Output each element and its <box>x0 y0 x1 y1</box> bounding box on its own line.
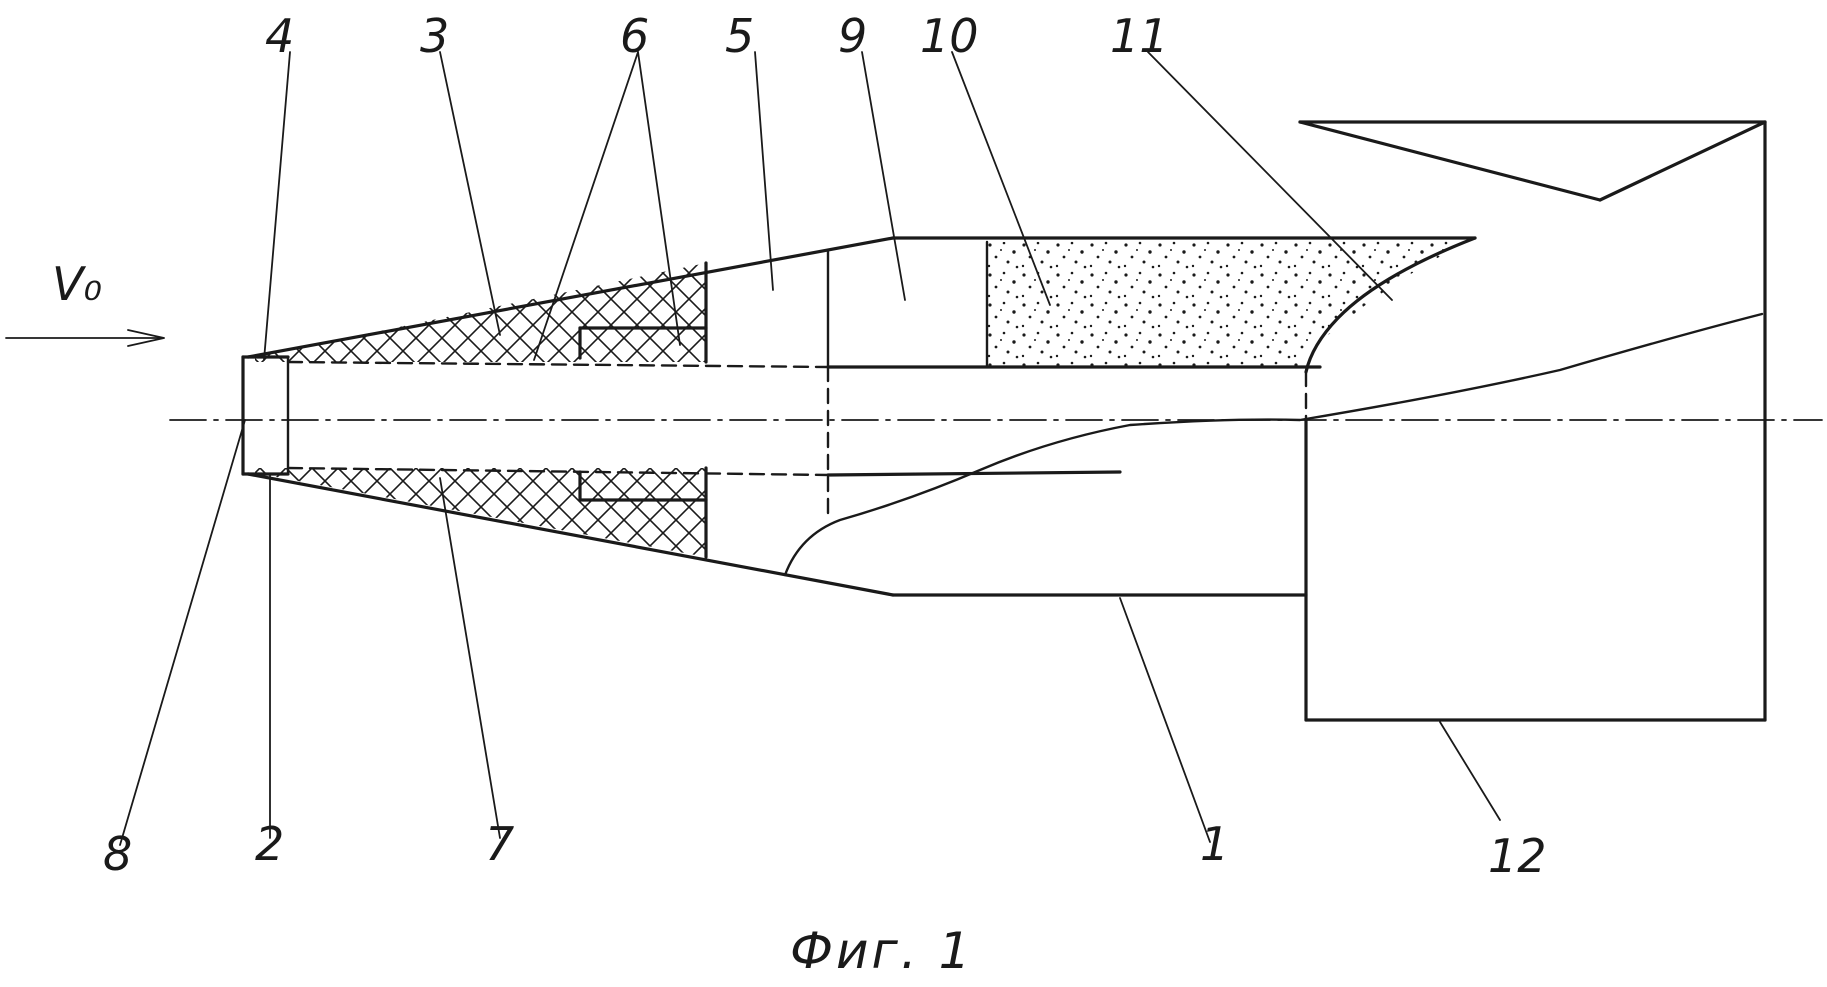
insulation-lower <box>255 468 706 557</box>
insert-elements <box>578 261 708 559</box>
nose-tip <box>241 355 290 476</box>
figure-caption: Фиг. 1 <box>790 922 973 980</box>
nozzle <box>1304 236 1477 422</box>
label-6: 6 <box>620 9 649 63</box>
label-7: 7 <box>485 817 514 871</box>
label-2: 2 <box>255 817 284 871</box>
label-3: 3 <box>420 9 449 63</box>
label-4: 4 <box>265 9 294 63</box>
cutaway-break-line <box>783 312 1764 577</box>
label-12: 12 <box>1488 829 1547 883</box>
label-11: 11 <box>1110 9 1169 63</box>
charge-grain <box>987 240 1470 368</box>
label-10: 10 <box>920 9 979 63</box>
label-1: 1 <box>1200 817 1229 871</box>
label-5: 5 <box>725 9 754 63</box>
central-channel <box>286 360 1322 477</box>
tail-fin <box>1298 120 1767 722</box>
leader-lines <box>119 51 1501 846</box>
label-8: 8 <box>103 827 132 881</box>
flow-arrow <box>5 329 165 347</box>
label-9: 9 <box>838 9 867 63</box>
chamber-partitions <box>826 240 989 522</box>
flow-velocity-label: V₀ <box>52 257 102 311</box>
